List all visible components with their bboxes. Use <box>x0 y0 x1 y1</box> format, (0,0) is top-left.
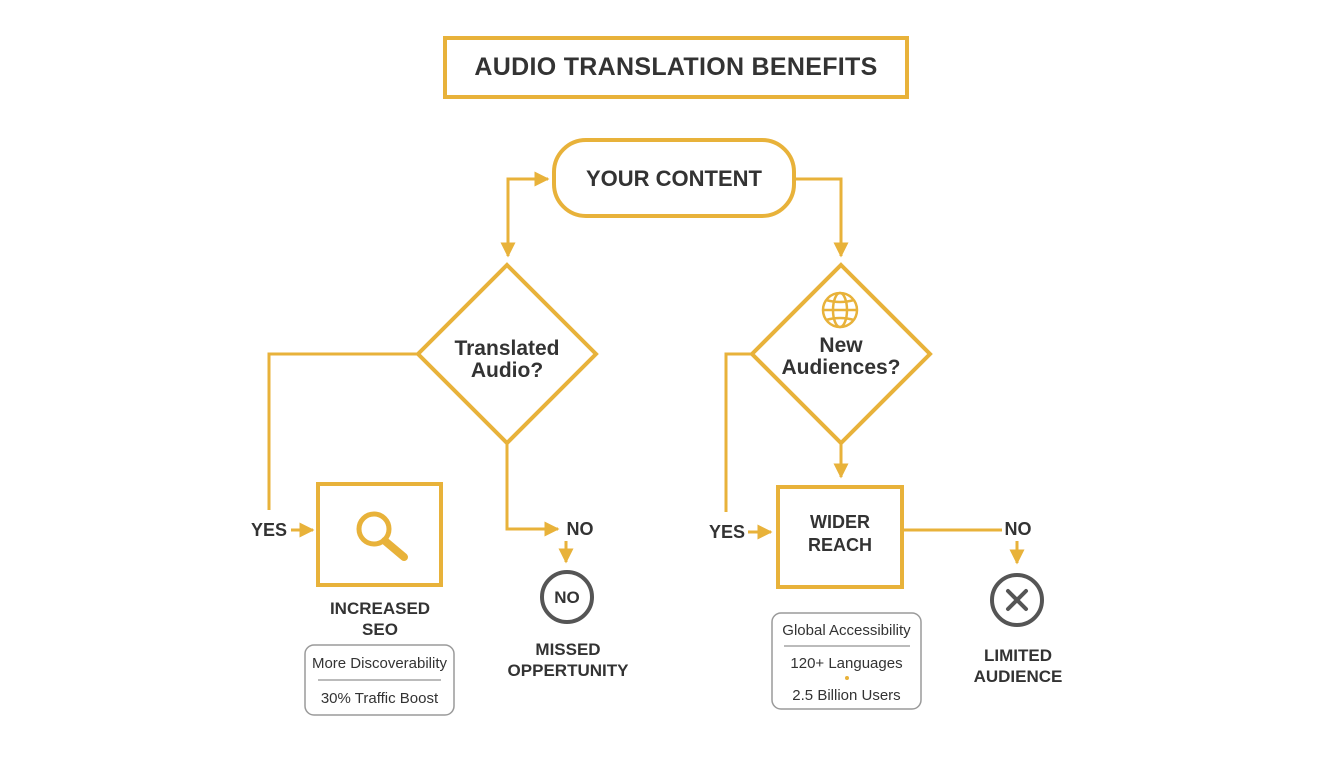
title-frame <box>443 36 909 99</box>
left-no-label: NO <box>566 519 594 539</box>
wider-reach-label: WIDER REACH <box>778 511 902 557</box>
missed-opportunity-circle-label: NO <box>554 588 580 607</box>
missed-caption-line2: OPPERTUNITY <box>507 661 629 680</box>
x-icon <box>1006 589 1028 611</box>
limited-audience-circle <box>990 573 1044 627</box>
seo-detail-2: 30% Traffic Boost <box>320 690 439 707</box>
reach-detail-1: Global Accessibility <box>782 622 911 639</box>
reach-detail-3: 2.5 Billion Users <box>792 687 901 704</box>
missed-opportunity-circle <box>540 570 594 624</box>
connector-start-to-left <box>500 171 550 258</box>
seo-detail-1: More Discoverability <box>311 655 448 672</box>
wider-reach-line1: WIDER <box>810 512 870 532</box>
seo-caption-line2: SEO <box>362 620 398 639</box>
wider-reach-line2: REACH <box>807 535 872 555</box>
seo-caption-line1: INCREASED <box>329 599 431 618</box>
decision-left-line2: Audio? <box>470 359 544 382</box>
right-yes-label: YES <box>708 522 746 542</box>
reach-details-dot <box>845 676 849 680</box>
globe-icon <box>821 291 859 329</box>
connector-start-to-right <box>794 177 849 258</box>
magnifier-icon <box>356 511 408 561</box>
reach-details-card <box>771 612 922 710</box>
left-yes-label: YES <box>250 520 288 540</box>
connector-right-yes-line <box>724 352 752 512</box>
wider-reach-box-shape <box>776 485 904 589</box>
limited-audience-caption: LIMITED AUDIENCE <box>950 645 1086 687</box>
connector-left-yes-line <box>267 352 418 510</box>
decision-left-label: Translated Audio? <box>430 338 584 382</box>
seo-caption: INCREASED SEO <box>310 598 450 640</box>
missed-caption-line1: MISSED <box>535 640 601 659</box>
reach-detail-2: 120+ Languages <box>790 655 903 672</box>
decision-right-label: New Audiences? <box>764 335 918 379</box>
decision-right-line1: New <box>819 334 863 357</box>
connector-left-no-line <box>505 443 560 537</box>
limited-caption-line2: AUDIENCE <box>973 667 1063 686</box>
decision-left-line1: Translated <box>454 337 560 360</box>
right-no-label: NO <box>1004 519 1032 539</box>
start-node-label: YOUR CONTENT <box>586 166 762 191</box>
limited-caption-line1: LIMITED <box>984 646 1052 665</box>
seo-box-shape <box>316 482 443 587</box>
missed-opportunity-caption: MISSED OPPERTUNITY <box>490 639 646 681</box>
page-title: AUDIO TRANSLATION BENEFITS <box>474 53 878 81</box>
decision-right-line2: Audiences? <box>781 356 901 379</box>
